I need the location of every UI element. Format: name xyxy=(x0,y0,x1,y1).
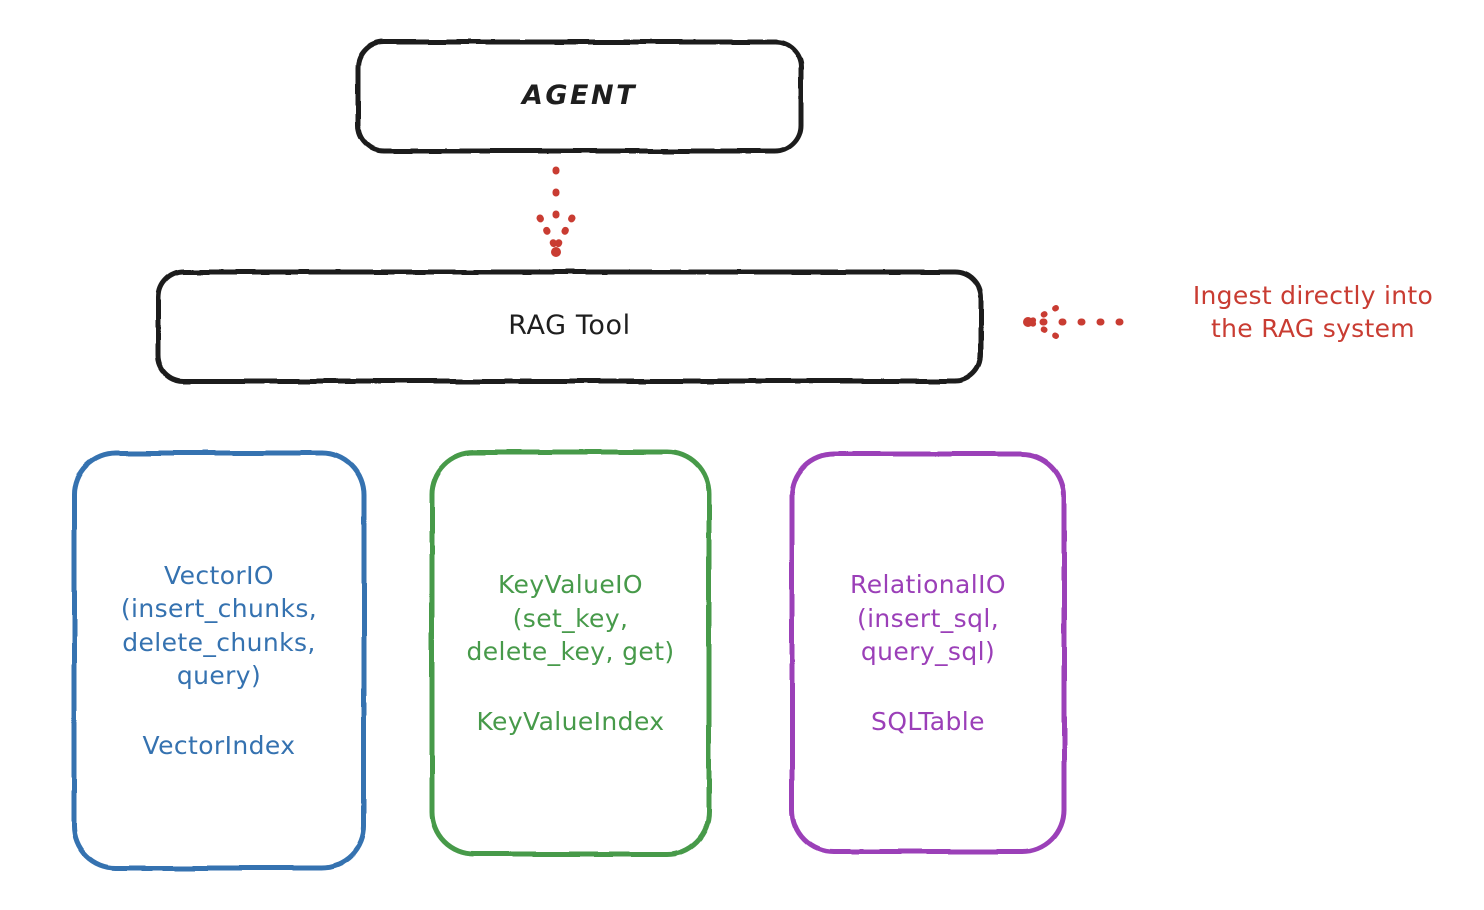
key-value-io-title: KeyValueIO (set_key, delete_key, get) xyxy=(466,570,675,666)
vector-io-title: VectorIO (insert_chunks, delete_chunks, … xyxy=(120,560,318,691)
relational-io-title: RelationalIO (insert_sql, query_sql) xyxy=(850,570,1006,666)
key-value-io-box-outline xyxy=(429,449,712,857)
connector-agent-to-rag-tool xyxy=(536,166,576,257)
node-agent[interactable]: AGENT xyxy=(356,40,803,153)
rag-tool-label: RAG Tool xyxy=(508,310,631,342)
relational-io-box-outline xyxy=(789,451,1067,855)
node-rag-tool[interactable]: RAG Tool xyxy=(156,270,983,383)
agent-box-outline xyxy=(355,39,804,154)
key-value-io-subtitle: KeyValueIndex xyxy=(476,706,665,736)
connector-ingest-to-rag-tool xyxy=(1023,305,1124,339)
node-vector-io[interactable]: VectorIO (insert_chunks, delete_chunks, … xyxy=(72,451,366,870)
relational-io-subtitle: SQLTable xyxy=(871,706,985,736)
rag-tool-box-outline xyxy=(155,269,984,384)
agent-label: AGENT xyxy=(521,80,637,112)
vector-io-subtitle: VectorIndex xyxy=(142,730,296,760)
vector-io-box-outline xyxy=(71,450,367,871)
annotation-ingest-text: Ingest directly into the RAG system xyxy=(1192,281,1434,343)
node-key-value-io[interactable]: KeyValueIO (set_key, delete_key, get) Ke… xyxy=(430,450,711,856)
node-relational-io[interactable]: RelationalIO (insert_sql, query_sql) SQL… xyxy=(790,452,1066,854)
